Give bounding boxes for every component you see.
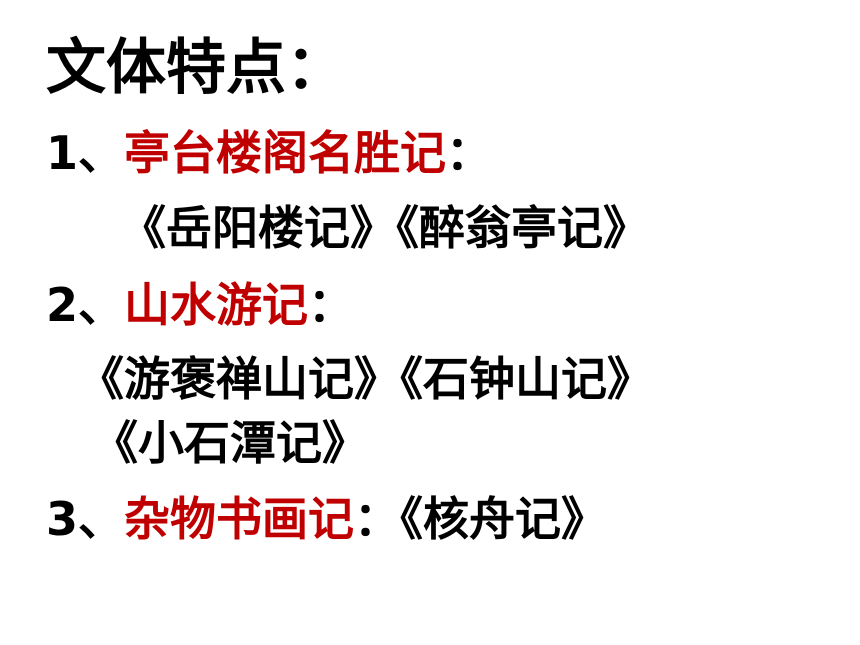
item-number: 3、: [46, 492, 125, 546]
item-colon: ：: [446, 126, 493, 180]
category-item-3: 3、杂物书画记：《核舟记》: [46, 496, 607, 542]
category-works: 《游褒禅山记》《石钟山记》: [78, 352, 653, 406]
item-number: 1、: [46, 126, 125, 180]
category-works: 《岳阳楼记》《醉翁亭记》: [120, 201, 649, 255]
category-label: 杂物书画记: [124, 492, 355, 546]
category-item-2: 2、山水游记：: [46, 282, 354, 328]
category-label: 亭台楼阁名胜记: [124, 126, 447, 180]
page-title: 文体特点：: [46, 33, 346, 103]
category-label: 山水游记: [124, 278, 309, 332]
category-works: 《核舟记》: [400, 492, 608, 546]
category-works: 《小石潭记》: [92, 416, 368, 470]
item-colon: ：: [308, 278, 355, 332]
item-colon: ：: [354, 492, 401, 546]
item-number: 2、: [46, 278, 125, 332]
category-item-1: 1、亭台楼阁名胜记：: [46, 130, 492, 176]
